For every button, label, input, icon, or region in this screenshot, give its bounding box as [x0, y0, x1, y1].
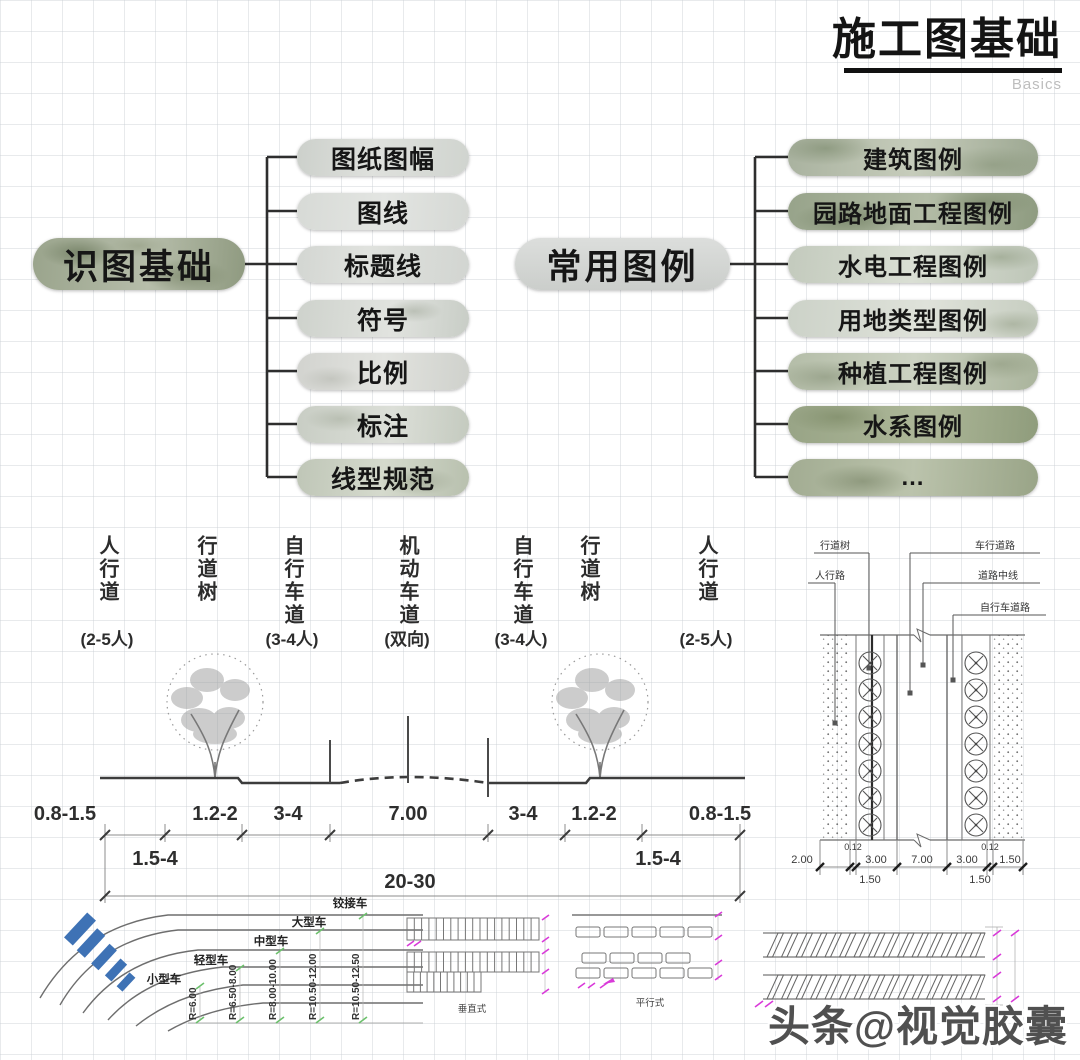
angled-stalls [766, 932, 986, 1000]
mindmap-right-root: 常用图例 [515, 238, 730, 290]
lane-sublabel-4: (3-4人) [494, 630, 548, 649]
branch-symbols: 符号 [297, 300, 469, 337]
perpendicular-caption: 垂直式 [458, 1003, 487, 1015]
branch-drawing-lines: 图线 [297, 193, 469, 230]
perpendicular-parking-drawing: 垂直式 [406, 914, 550, 1015]
svg-text:7.00: 7.00 [911, 854, 932, 866]
section-dim-total: 20-30 [99, 842, 746, 903]
watermark: 头条@视觉胶囊 [768, 1003, 1068, 1050]
branch-water-legend: 水系图例 [788, 406, 1038, 443]
lane-label-street-tree-left: 行道树 [194, 535, 216, 604]
svg-text:0.8-1.5: 0.8-1.5 [689, 803, 751, 825]
branch-scale: 比例 [297, 353, 469, 390]
branch-annotation: 标注 [297, 406, 469, 443]
section-tree-left [166, 653, 264, 779]
vehicle-articulated: 铰接车 [333, 896, 368, 910]
plan-tree-rows [858, 651, 988, 837]
car-symbols [64, 912, 136, 992]
break-symbol [913, 628, 931, 848]
page-title: 施工图基础 [832, 15, 1062, 64]
svg-text:1.2-2: 1.2-2 [192, 803, 238, 825]
radius-large: R=10.50-12.00 [308, 953, 319, 1020]
svg-text:1.50: 1.50 [969, 874, 990, 886]
svg-text:2.00: 2.00 [791, 854, 812, 866]
lane-label-motor: 机动车道 [396, 535, 418, 627]
plan-sidewalk-left [820, 635, 850, 840]
branch-planting-legend: 种植工程图例 [788, 353, 1038, 390]
radius-articulated: R=10.50-12.50 [351, 953, 362, 1020]
svg-text:1.2-2: 1.2-2 [571, 803, 617, 825]
angled-parking-drawing [754, 926, 1020, 1008]
radius-light: R=6.50-8.00 [228, 964, 239, 1020]
plan-label-road: 车行道路 [975, 539, 1015, 552]
lane-label-street-tree-right: 行道树 [577, 535, 599, 604]
lane-sublabel-1: (2-5人) [80, 630, 134, 649]
section-dim-row1: 0.8-1.5 1.2-2 3-4 7.00 3-4 1.2-2 0.8-1.5 [34, 803, 751, 842]
plan-label-sidewalk: 人行路 [815, 569, 845, 582]
road-cross-section-drawing: 0.8-1.5 1.2-2 3-4 7.00 3-4 1.2-2 0.8-1.5… [34, 653, 751, 903]
radius-medium: R=8.00-10.00 [268, 959, 279, 1020]
branch-sheet-format: 图纸图幅 [297, 139, 469, 176]
radius-small: R=6.00 [188, 987, 199, 1020]
svg-text:1.50: 1.50 [999, 854, 1020, 866]
lane-label-bike-right: 自行车道 [510, 535, 532, 627]
branch-title-line: 标题线 [297, 246, 469, 283]
plan-label-centerline: 道路中线 [978, 569, 1018, 582]
branch-mep-legend: 水电工程图例 [788, 246, 1038, 283]
parallel-parking-drawing: 平行式 [572, 911, 723, 1009]
branch-path-paving-legend: 园路地面工程图例 [788, 193, 1038, 230]
branch-building-legend: 建筑图例 [788, 139, 1038, 176]
svg-text:1.50: 1.50 [859, 874, 880, 886]
plan-label-street-tree: 行道树 [820, 539, 850, 552]
dim-sidewalk-total-left: 1.5-4 [132, 848, 178, 870]
svg-text:3-4: 3-4 [274, 803, 304, 825]
lane-label-sidewalk-left: 人行道 [96, 535, 118, 604]
lane-sublabel-2: (3-4人) [265, 630, 319, 649]
svg-text:0.8-1.5: 0.8-1.5 [34, 803, 96, 825]
dim-sidewalk-total-right: 1.5-4 [635, 848, 681, 870]
page-subtitle: Basics [1011, 76, 1062, 94]
branch-linetype-standard: 线型规范 [297, 459, 469, 496]
svg-text:7.00: 7.00 [389, 803, 428, 825]
svg-text:0.12: 0.12 [844, 842, 862, 852]
plan-sidewalk-right [993, 635, 1023, 840]
svg-text:3.00: 3.00 [956, 854, 977, 866]
svg-text:20-30: 20-30 [384, 871, 435, 893]
branch-more-legend: … [788, 459, 1038, 496]
header: 施工图基础 Basics [832, 15, 1062, 94]
vehicle-light: 轻型车 [194, 953, 229, 967]
parallel-caption: 平行式 [636, 997, 665, 1009]
mindmap-left-root: 识图基础 [33, 238, 245, 290]
lane-sublabel-3: (双向) [384, 630, 430, 649]
road-plan-view-drawing: 行道树 人行路 车行道路 道路中线 自行车道路 [791, 539, 1046, 886]
vehicle-medium: 中型车 [254, 934, 289, 948]
section-tree-right [551, 653, 649, 779]
lane-label-sidewalk-right: 人行道 [695, 535, 717, 604]
branch-landuse-legend: 用地类型图例 [788, 300, 1038, 337]
svg-text:3.00: 3.00 [865, 854, 886, 866]
plan-dims: 2.00 0.12 3.00 7.00 3.00 0.12 1.50 1.50 … [791, 840, 1028, 886]
lane-label-bike-left: 自行车道 [281, 535, 303, 627]
vehicle-large: 大型车 [292, 915, 327, 929]
svg-text:3-4: 3-4 [509, 803, 539, 825]
mindmap-connectors [245, 155, 788, 479]
lane-sublabel-5: (2-5人) [679, 630, 733, 649]
turning-radius-drawing: 小型车 轻型车 中型车 大型车 铰接车 R=6.00 R=6.50-8.00 R… [39, 896, 423, 1032]
plan-label-bike: 自行车道路 [980, 601, 1030, 614]
svg-text:0.12: 0.12 [981, 842, 999, 852]
title-underline [844, 68, 1062, 74]
vehicle-small: 小型车 [146, 972, 182, 986]
